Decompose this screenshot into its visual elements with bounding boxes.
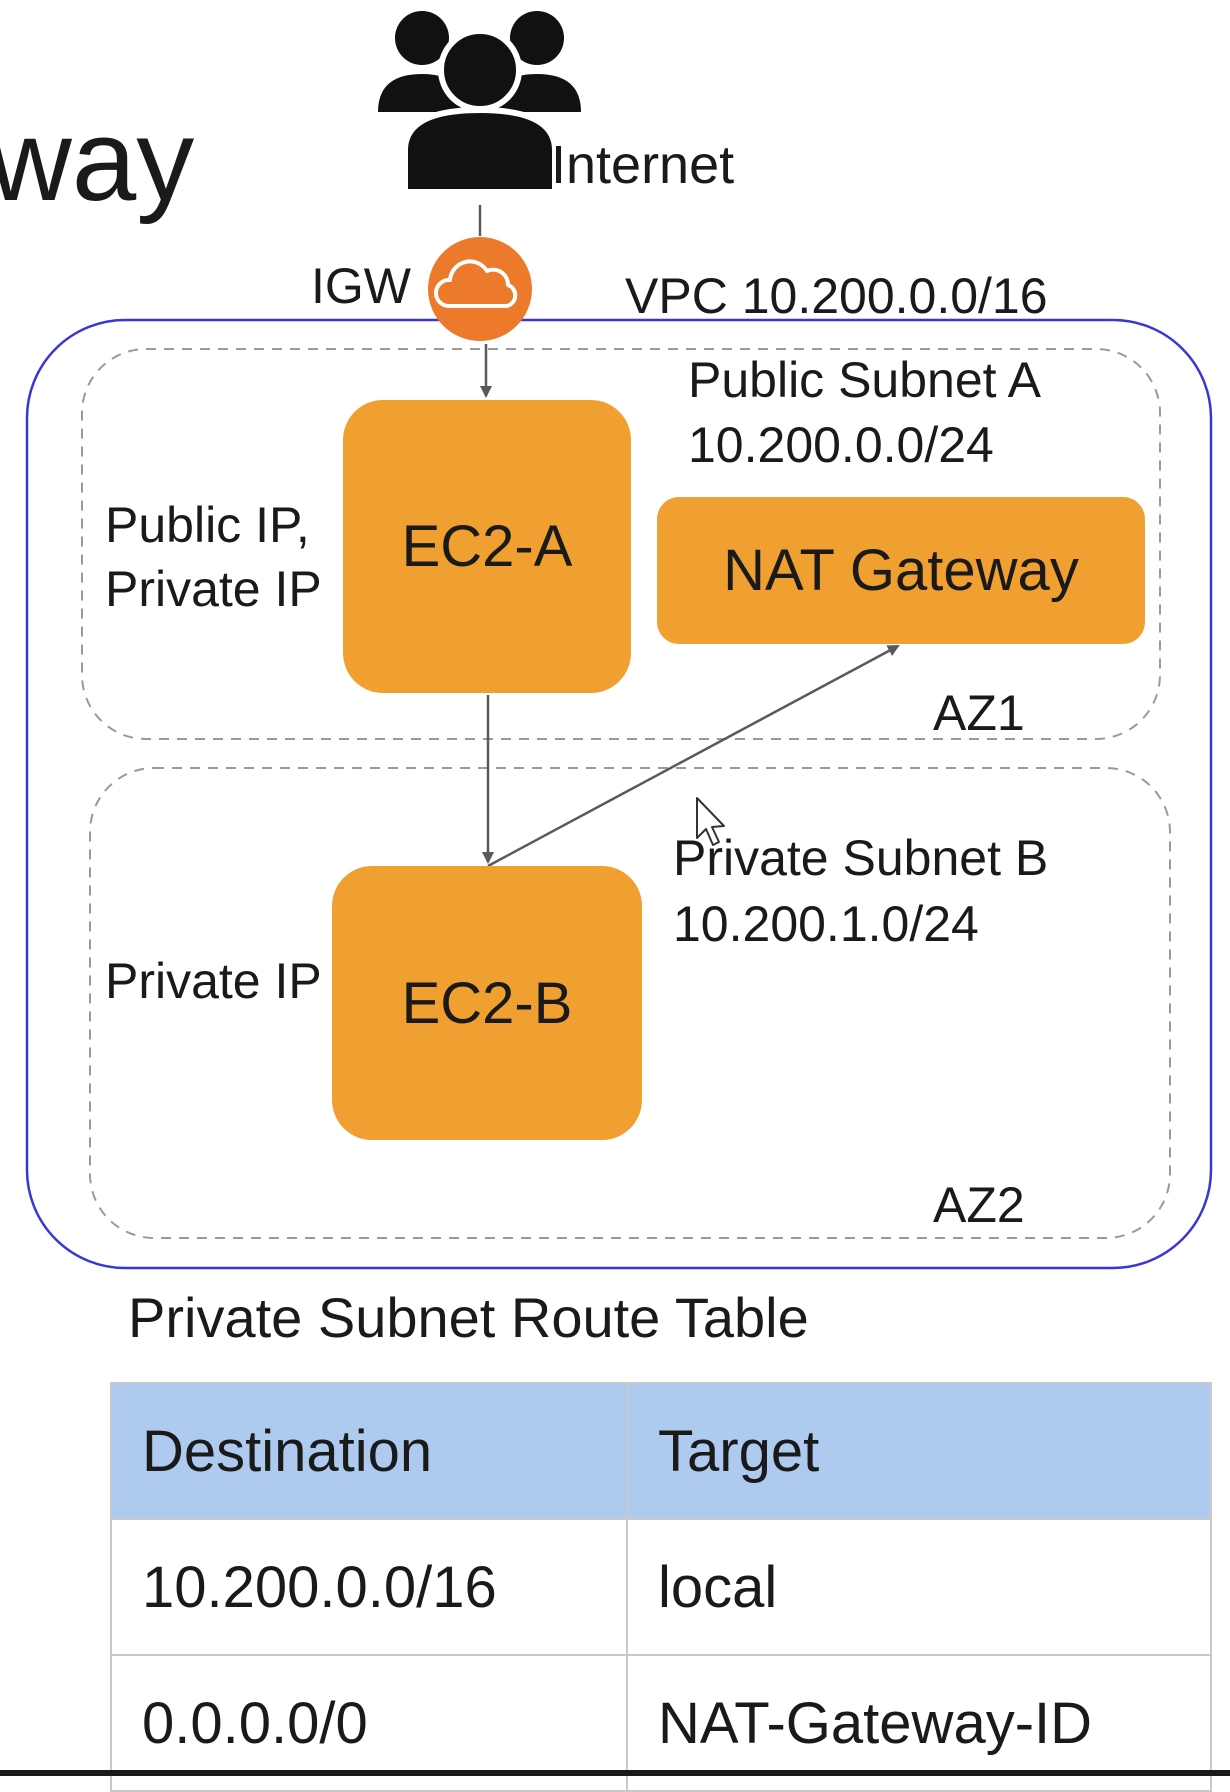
ec2b-nat-arrow [487,644,900,868]
nat-gateway-node: NAT Gateway [657,497,1145,644]
route-target-cell: NAT-Gateway-ID [626,1654,1212,1792]
diagram-svg [25,11,1213,1270]
bottom-edge-divider [0,1770,1230,1776]
column-header-destination: Destination [110,1382,628,1520]
table-row: 10.200.0.0/16 local [110,1518,1212,1656]
cloud-icon [428,237,532,341]
igw-label: IGW [311,258,411,314]
vpc-label: VPC 10.200.0.0/16 [625,268,1048,324]
ec2-b-node: EC2-B [332,866,642,1140]
route-table: Destination Target 10.200.0.0/16 local 0… [110,1382,1212,1792]
public-subnet-name: Public Subnet A [688,352,1042,408]
ec2-a-label: EC2-A [401,514,573,579]
private-subnet-boundary [89,767,1171,1239]
route-destination-cell: 10.200.0.0/16 [110,1518,628,1656]
ec2-a-node: EC2-A [343,400,631,693]
route-target-cell: local [626,1518,1212,1656]
az1-label: AZ1 [933,685,1025,741]
ec2a-ip-line1: Public IP, [105,497,310,553]
column-header-target: Target [626,1382,1212,1520]
private-subnet-cidr: 10.200.1.0/24 [673,896,979,952]
users-group-icon [378,11,581,195]
nat-gateway-label: NAT Gateway [723,538,1079,603]
public-subnet-cidr: 10.200.0.0/24 [688,417,994,473]
route-table-title: Private Subnet Route Table [128,1286,809,1349]
ec2-b-label: EC2-B [401,970,573,1036]
vpc-boundary [25,318,1213,1270]
public-subnet-boundary [81,348,1161,740]
mouse-cursor-icon [696,797,725,846]
az2-label: AZ2 [933,1177,1025,1233]
route-table-header-row: Destination Target [110,1382,1212,1520]
ec2b-ip-line1: Private IP [105,953,322,1009]
internet-label: Internet [551,135,735,195]
slide-title-fragment: way [0,95,195,225]
private-subnet-name: Private Subnet B [673,830,1049,886]
ec2a-ip-line2: Private IP [105,561,322,617]
